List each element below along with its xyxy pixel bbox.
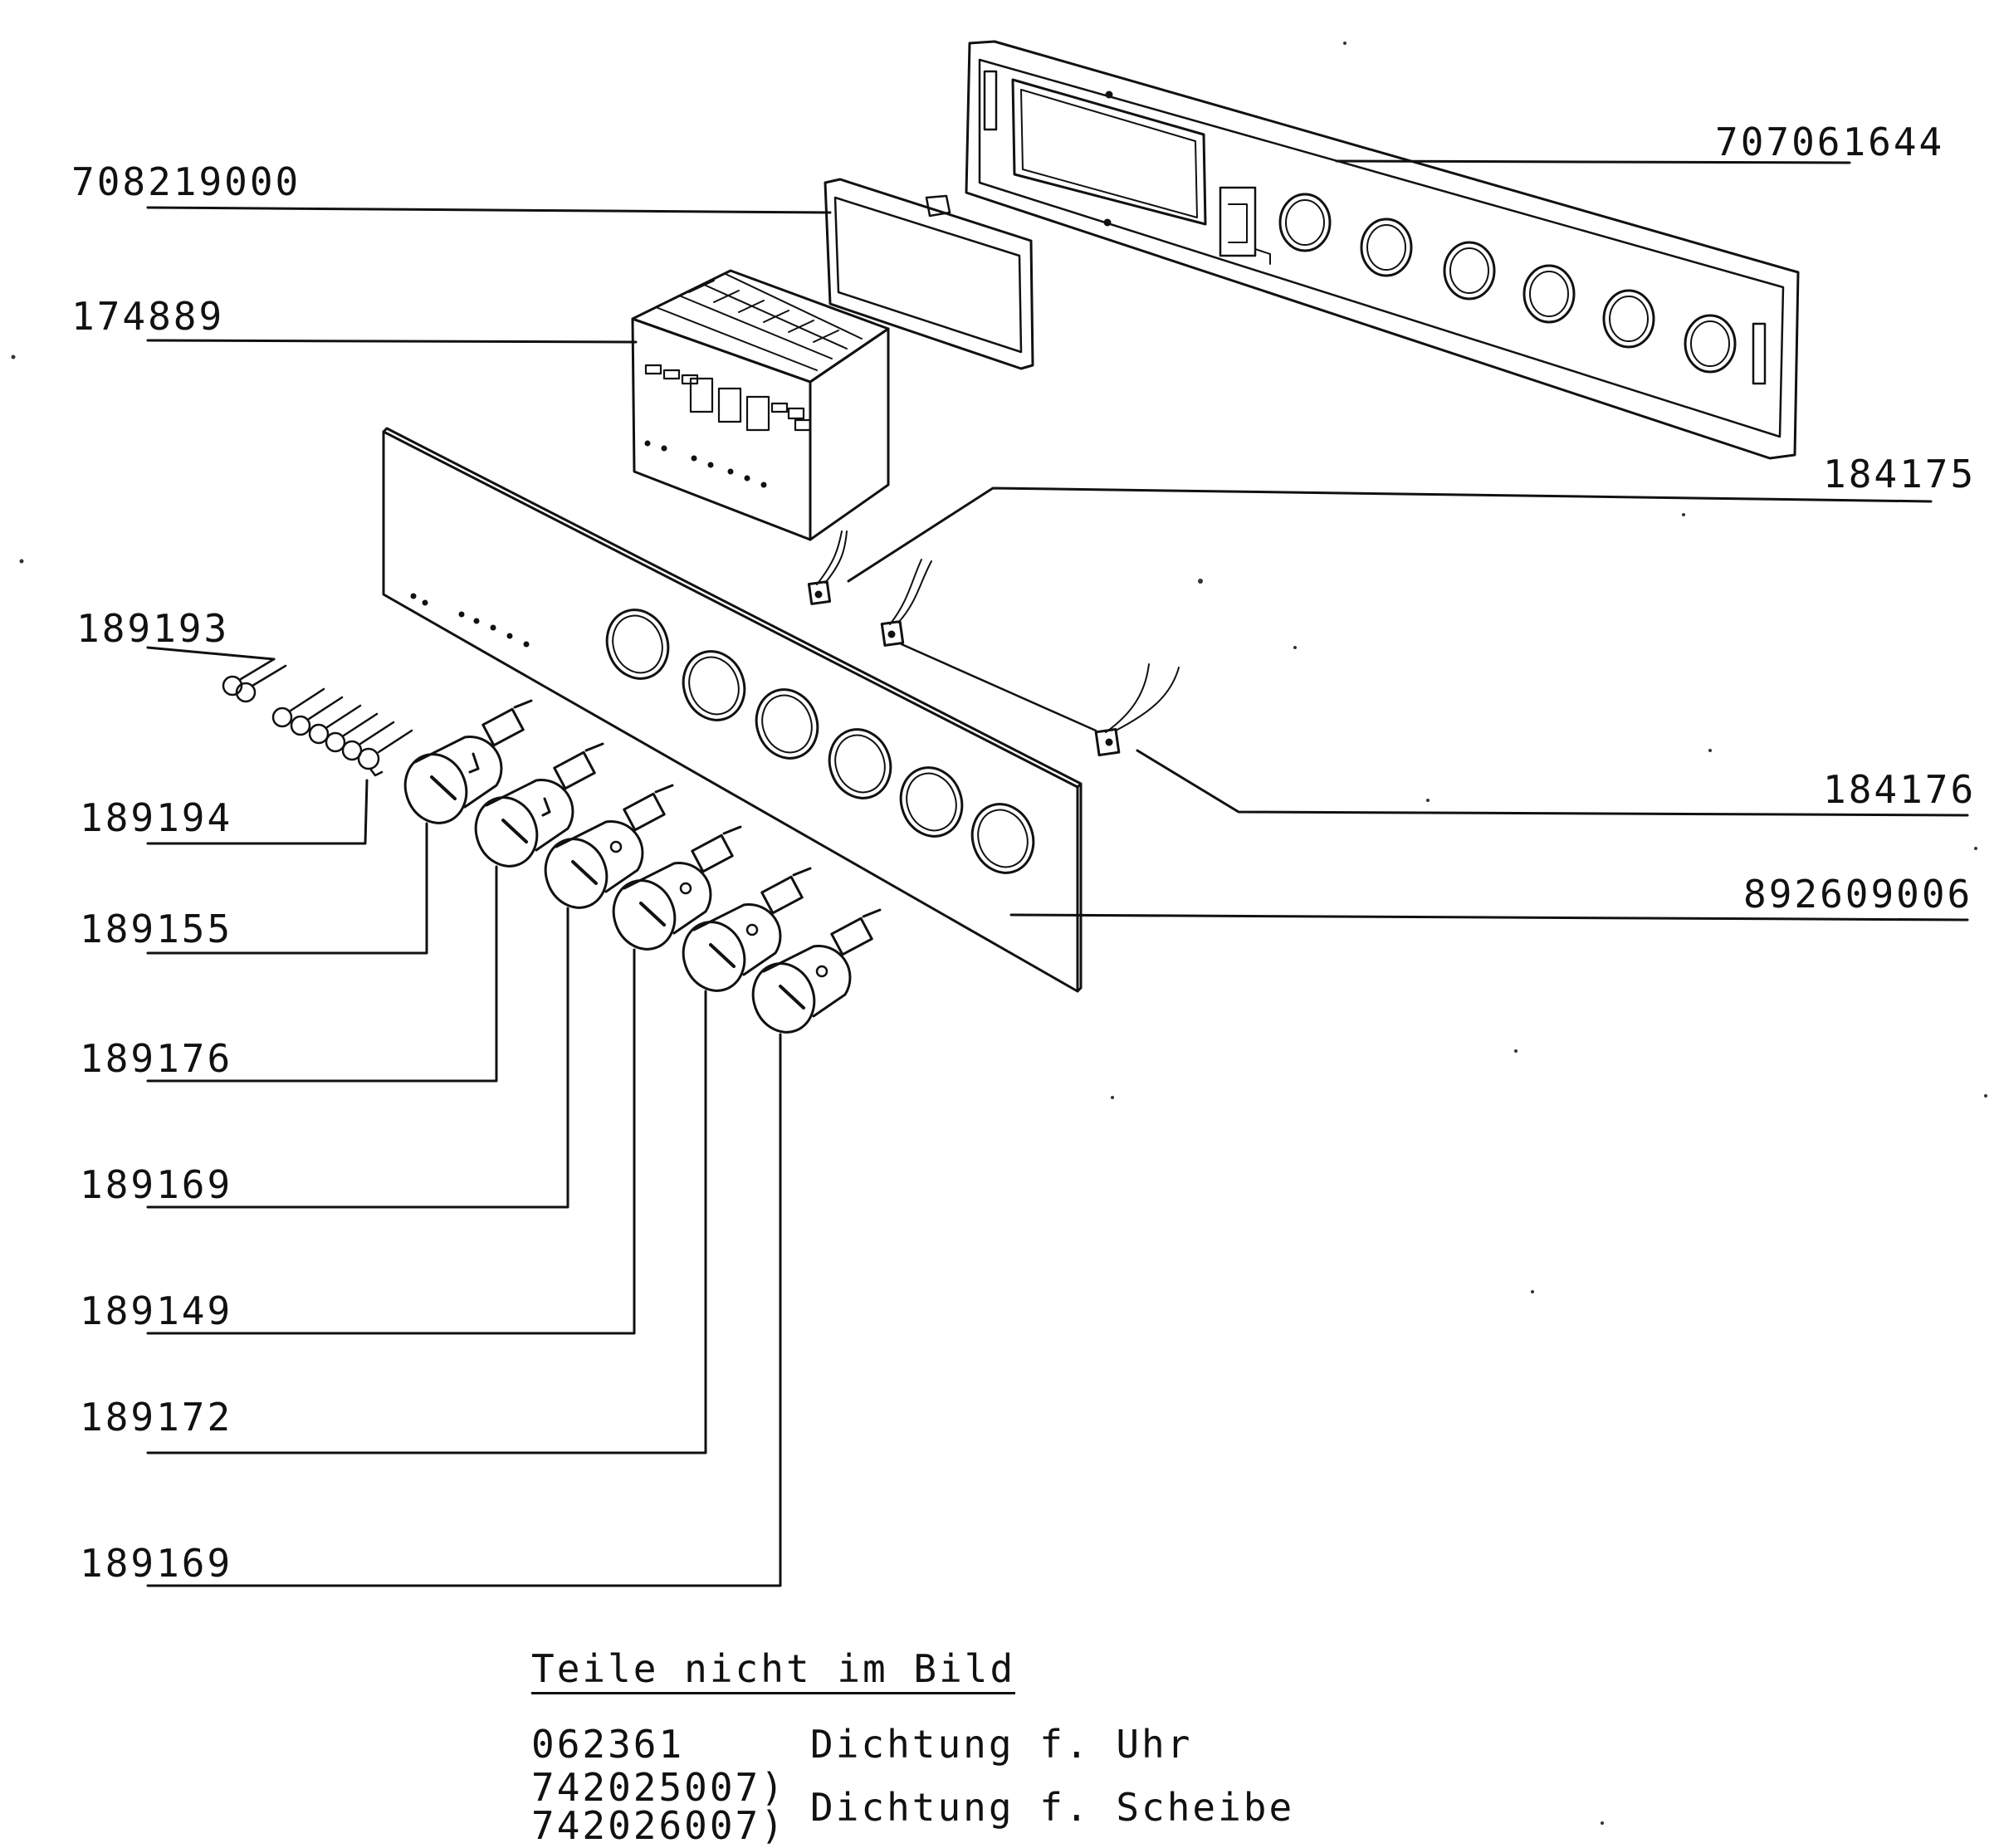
part-label-189194: 189194: [80, 795, 233, 840]
part-label-184175: 184175: [1823, 452, 1977, 496]
part-label-892609006: 892609006: [1743, 872, 1973, 917]
leader-lines: [146, 159, 1969, 1587]
legend-title: Teile nicht im Bild: [531, 1649, 1016, 1695]
scan-specks: [11, 42, 1987, 1825]
legend-row-description: Dichtung f. Scheibe: [810, 1785, 1295, 1830]
control-knobs-drawing: [403, 699, 882, 1034]
clock-module-drawing: [631, 269, 890, 541]
indicator-lamps-drawing: [222, 658, 413, 777]
legend-row-number: 742025007): [531, 1765, 786, 1810]
front-panel-drawing: [382, 427, 1083, 993]
legend-row-number: 742026007): [531, 1803, 786, 1848]
part-label-189172: 189172: [80, 1395, 233, 1440]
part-label-189169: 189169: [80, 1162, 233, 1207]
part-label-189155: 189155: [80, 907, 233, 951]
part-label-189193: 189193: [76, 606, 230, 651]
part-label-184176: 184176: [1823, 767, 1977, 812]
part-label-707061644: 707061644: [1715, 120, 1945, 164]
part-label-189149: 189149: [80, 1288, 233, 1333]
part-label-174889: 174889: [71, 294, 225, 339]
part-label-189176: 189176: [80, 1036, 233, 1081]
clock-glass-frame-drawing: [824, 178, 1034, 370]
part-label-189169-second: 189169: [80, 1541, 233, 1586]
legend-row-description: Dichtung f. Uhr: [810, 1722, 1193, 1767]
lamp-socket-drawing: [807, 530, 1180, 757]
rear-frame-drawing: [965, 40, 1800, 460]
part-label-708219000: 708219000: [71, 159, 301, 204]
legend-row-number: 062361: [531, 1722, 685, 1767]
